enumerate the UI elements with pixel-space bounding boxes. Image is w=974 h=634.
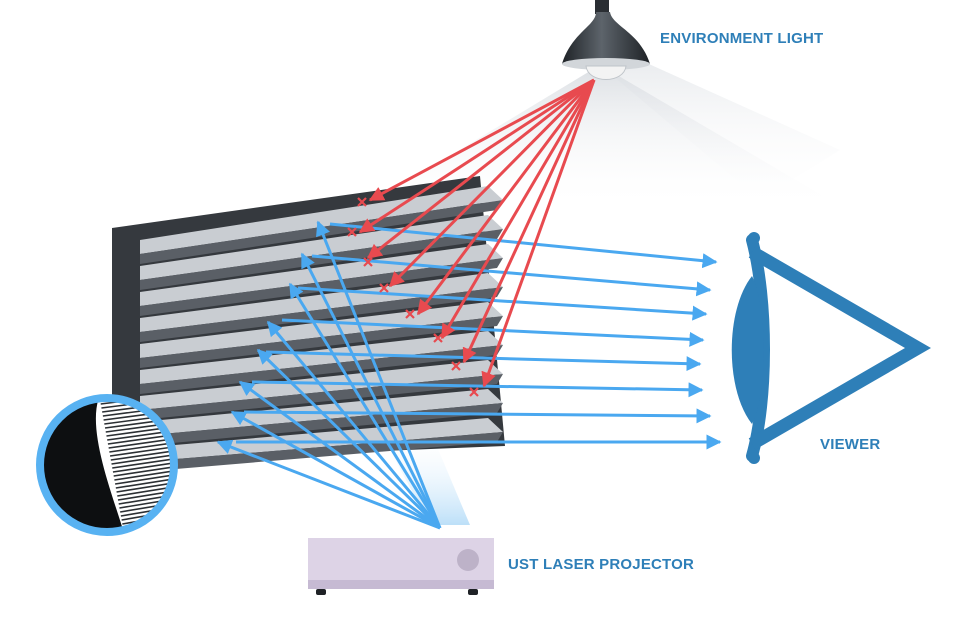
reflected-ray	[311, 254, 712, 297]
screen-ridge-top	[140, 244, 503, 306]
ambient-ray	[416, 79, 596, 316]
blocked-x-icon	[357, 197, 367, 207]
ambient-ray	[388, 78, 596, 288]
eye-icon	[731, 232, 931, 464]
pendant-lamp-icon	[562, 0, 650, 80]
projector-ray	[266, 320, 442, 529]
magnifier-ridge	[112, 457, 173, 469]
environment-light-label: ENVIRONMENT LIGHT	[660, 30, 824, 47]
projector-ray	[216, 439, 441, 530]
alr-screen	[112, 176, 505, 472]
screen-ridge-top	[140, 186, 503, 254]
screen-ridge-top	[140, 273, 503, 332]
projector-ray	[238, 380, 441, 530]
ambient-ray	[440, 79, 596, 340]
screen-ridge-side	[140, 258, 503, 316]
ambient-ray	[366, 78, 595, 260]
ambient-ray	[481, 79, 596, 388]
ambient-ray	[358, 78, 595, 234]
ambient-light-rays	[347, 78, 596, 397]
projector-ray	[316, 220, 442, 529]
projector-ray	[300, 252, 442, 529]
screen-ridge-side	[140, 287, 503, 342]
reflected-ray	[251, 380, 704, 398]
projector-icon	[308, 538, 494, 595]
blocked-x-icon	[469, 387, 479, 397]
projector-ray	[288, 282, 442, 529]
blocked-x-icon	[405, 309, 415, 319]
magnifier-ridge	[114, 469, 173, 481]
ambient-ray	[462, 79, 596, 364]
reflected-ray	[265, 350, 702, 372]
screen-ridge-top	[140, 331, 503, 384]
blocked-x-icon	[347, 227, 357, 237]
projector-label: UST LASER PROJECTOR	[508, 556, 695, 573]
projector-ray	[230, 410, 441, 530]
light-cone	[360, 60, 840, 210]
magnifier-ridge	[113, 465, 173, 477]
blocked-x-icon	[451, 361, 461, 371]
reflected-ray	[243, 408, 712, 424]
blocked-x-icon	[363, 257, 373, 267]
viewer-label: VIEWER	[820, 436, 881, 453]
blocked-x-icon	[433, 333, 443, 343]
screen-ridge-side	[140, 316, 503, 368]
projector-ray	[256, 348, 442, 530]
reflected-ray	[281, 318, 705, 347]
projector-rays	[216, 220, 722, 530]
magnifier-ridge	[110, 449, 173, 461]
blocked-x-icon	[379, 283, 389, 293]
magnifier-ridge	[111, 453, 173, 465]
ambient-ray	[368, 78, 595, 202]
screen-ridge-side	[140, 229, 503, 290]
reflected-ray	[297, 286, 708, 321]
reflected-ray	[329, 222, 718, 269]
magnifier-ridge	[112, 461, 173, 473]
